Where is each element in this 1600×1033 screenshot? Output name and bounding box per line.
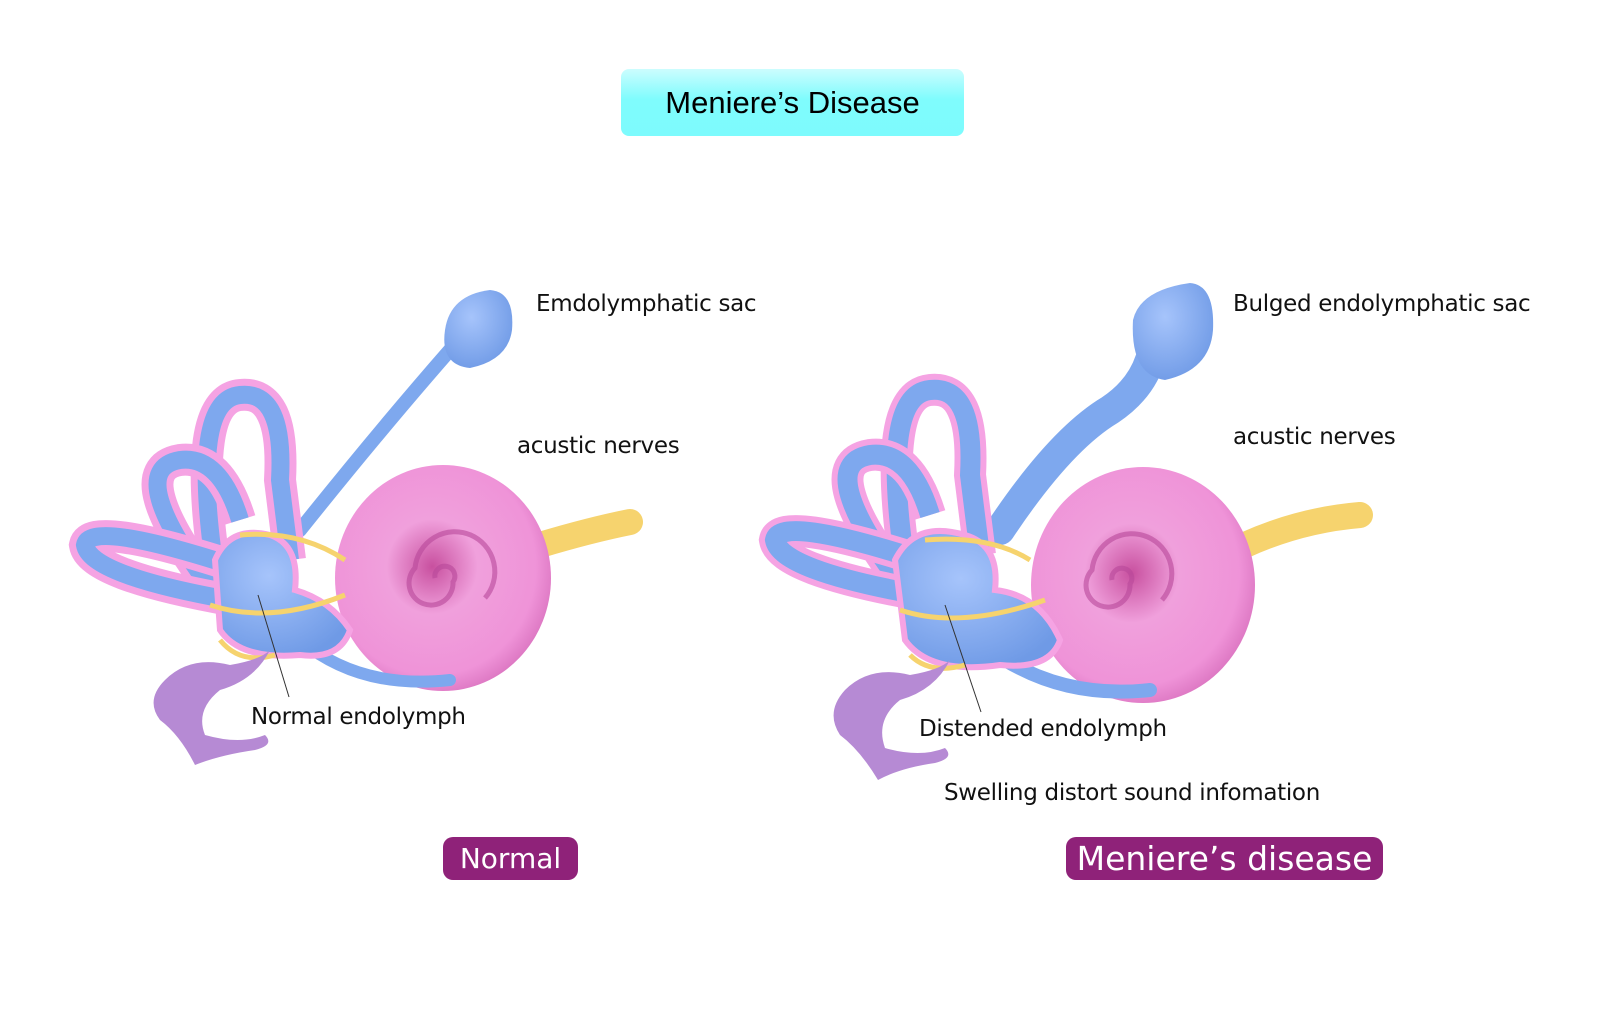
purple-structure [833, 660, 950, 780]
endolymph-pointer [944, 604, 982, 713]
bulged-sac-label: Bulged endolymphatic sac [1233, 291, 1531, 317]
distended-endolymph-label: Distended endolymph [919, 716, 1167, 742]
cochlea [1031, 467, 1255, 703]
endolymphatic-duct [293, 343, 457, 537]
meniere-badge-text: Meniere’s disease [1076, 839, 1373, 878]
acoustic-nerves-label-disease: acustic nerves [1233, 424, 1396, 450]
endolymphatic-sac [444, 290, 513, 368]
swelling-label: Swelling distort sound infomation [944, 780, 1320, 806]
semicircular-canals [68, 378, 306, 616]
purple-structure [153, 650, 270, 765]
acoustic-nerve [527, 509, 643, 558]
endolymph-pointer [257, 594, 290, 698]
acoustic-nerve [1232, 502, 1373, 558]
semicircular-canals [758, 373, 996, 611]
normal-endolymph-label: Normal endolymph [251, 704, 466, 730]
page-title: Meniere’s Disease [665, 84, 920, 120]
normal-ear-illustration [68, 290, 643, 765]
normal-badge-text: Normal [459, 842, 562, 875]
normal-badge: Normal [443, 837, 578, 880]
bulged-endolymphatic-sac [1132, 283, 1214, 380]
title-banner: Meniere’s Disease [621, 69, 964, 136]
endolymphatic-sac-label: Emdolymphatic sac [536, 291, 757, 317]
acoustic-nerves-label: acustic nerves [517, 433, 680, 459]
cochlea [335, 465, 551, 691]
endolymphatic-duct [985, 345, 1165, 545]
meniere-badge: Meniere’s disease [1066, 837, 1383, 880]
meniere-ear-illustration [758, 283, 1373, 780]
